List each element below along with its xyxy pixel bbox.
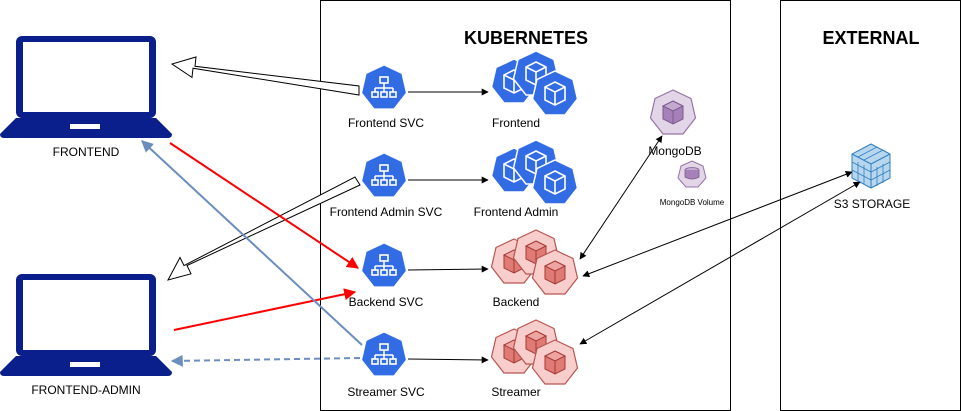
backend-svc-icon xyxy=(360,242,408,288)
streamer-s3-arrow xyxy=(579,181,861,345)
streamer-to-frontend-admin-dashed-arrow xyxy=(170,354,361,367)
backend-s3-arrow xyxy=(582,171,853,277)
frontend-admin-to-backend-arrow xyxy=(173,288,357,331)
streamer-svc-to-pod-arrow xyxy=(407,356,489,364)
mongodb-icon xyxy=(649,89,697,135)
s3-storage-icon xyxy=(851,143,891,189)
backend-svc-label: Backend SVC xyxy=(349,295,424,309)
frontend-laptop-icon xyxy=(0,36,172,138)
backend-pods-icon xyxy=(490,229,579,295)
backend-pods-label: Backend xyxy=(493,295,540,309)
mongodb-volume-icon xyxy=(677,160,707,188)
frontend-svc-label: Frontend SVC xyxy=(348,116,424,130)
mongodb-label: MongoDB xyxy=(648,144,701,158)
mongodb-volume-label: MongoDB Volume xyxy=(660,198,725,207)
frontend-admin-laptop-icon xyxy=(0,274,172,376)
streamer-svc-label: Streamer SVC xyxy=(347,385,425,399)
streamer-pods-icon xyxy=(490,319,579,385)
frontend-admin-svc-icon xyxy=(360,152,408,198)
streamer-pods-label: Streamer xyxy=(491,385,540,399)
streamer-svc-icon xyxy=(360,331,408,377)
frontend-to-backend-arrow xyxy=(169,142,359,269)
frontend-pods-label: Frontend xyxy=(492,116,540,130)
frontend-client-label: FRONTEND xyxy=(53,145,120,159)
frontend-admin-pods-icon xyxy=(490,139,579,205)
kubernetes-heading: KUBERNETES xyxy=(464,28,588,48)
backend-mongodb-arrow xyxy=(579,135,663,260)
frontend-admin-response-flex-arrow xyxy=(167,176,361,281)
external-heading: EXTERNAL xyxy=(822,28,919,48)
frontend-svc-icon xyxy=(360,64,408,110)
backend-svc-to-pod-arrow xyxy=(407,265,489,273)
frontend-response-flex-arrow xyxy=(170,56,360,96)
s3-storage-label: S3 STORAGE xyxy=(834,197,910,211)
frontend-pods-icon xyxy=(490,50,579,116)
frontend-admin-client-label: FRONTEND-ADMIN xyxy=(31,383,140,397)
frontend-admin-pods-label: Frontend Admin xyxy=(474,205,559,219)
frontend-admin-svc-label: Frontend Admin SVC xyxy=(330,205,443,219)
streamer-to-frontend-arrow xyxy=(141,140,363,346)
